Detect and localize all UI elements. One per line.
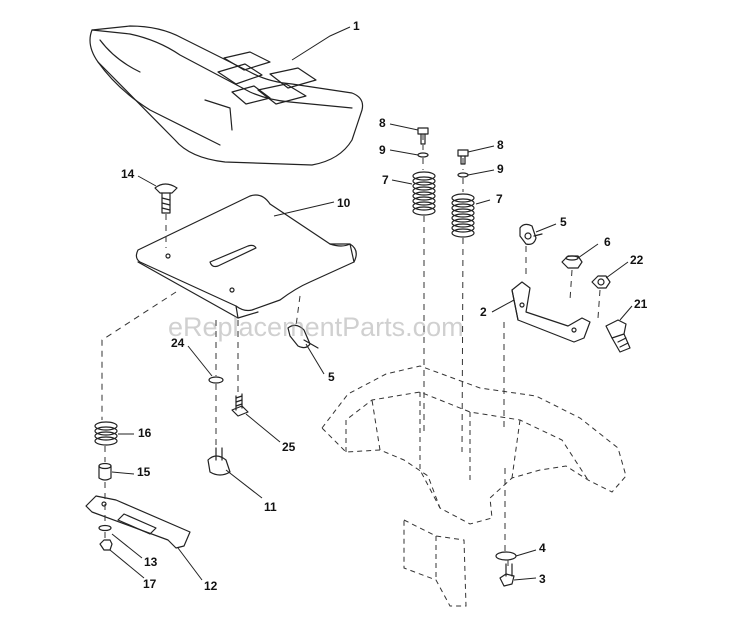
callout-10: 10: [337, 196, 351, 210]
watermark: eReplacementParts.com: [168, 312, 464, 342]
assembly-lines: [101, 134, 601, 566]
locknut-part-22: [591, 275, 611, 289]
callout-16: 16: [138, 426, 152, 440]
bushing-part-15: [98, 462, 112, 481]
callout-17: 17: [143, 577, 157, 591]
frame-outline: [321, 365, 627, 607]
knob-part-5-lower: [287, 324, 319, 349]
knob-part-5-upper: [519, 223, 543, 245]
callout-25: 25: [282, 440, 296, 454]
washer-part-9-right: [457, 172, 469, 178]
callout-22: 22: [630, 253, 644, 267]
callout-3: 3: [539, 572, 546, 586]
spring-part-16: [94, 421, 118, 446]
callout-9-left: 9: [379, 143, 386, 157]
callout-12: 12: [204, 579, 218, 593]
leader-lines: [109, 26, 633, 581]
bolt-part-8-left: [417, 127, 429, 145]
spring-part-7-right: [451, 193, 475, 238]
washer-part-9-left: [417, 152, 429, 158]
bolt-part-25: [231, 393, 249, 417]
callout-21: 21: [634, 297, 648, 311]
knob-part-11: [207, 447, 231, 476]
bolt-part-3: [499, 563, 515, 587]
callout-6: 6: [604, 235, 611, 249]
callout-1: 1: [353, 19, 360, 33]
callout-11: 11: [264, 500, 277, 514]
callout-2: 2: [480, 305, 487, 319]
callout-24: 24: [171, 336, 185, 350]
callout-7-left: 7: [382, 173, 389, 187]
callout-14: 14: [121, 167, 135, 181]
callout-5-upper: 5: [560, 215, 567, 229]
callout-15: 15: [137, 465, 151, 479]
washer-part-13: [98, 524, 112, 532]
callout-9-right: 9: [497, 162, 504, 176]
seat-part-1: [89, 25, 364, 166]
nut-part-6: [561, 255, 583, 269]
callout-8-left: 8: [379, 116, 386, 130]
callout-8-right: 8: [497, 138, 504, 152]
callout-5-lower: 5: [328, 370, 335, 384]
slide-plate-part-12: [85, 495, 191, 549]
callout-4: 4: [539, 541, 546, 555]
callout-7-right: 7: [496, 192, 503, 206]
seat-pan-part-10: [135, 194, 357, 319]
washer-part-24: [208, 376, 224, 384]
carriage-bolt-part-14: [154, 183, 178, 214]
nut-part-17: [99, 539, 113, 551]
shoulder-bolt-part-21: [605, 319, 631, 353]
washer-part-4: [495, 551, 517, 561]
callout-13: 13: [144, 555, 158, 569]
bracket-part-2: [511, 281, 591, 343]
spring-part-7-left: [412, 171, 436, 216]
